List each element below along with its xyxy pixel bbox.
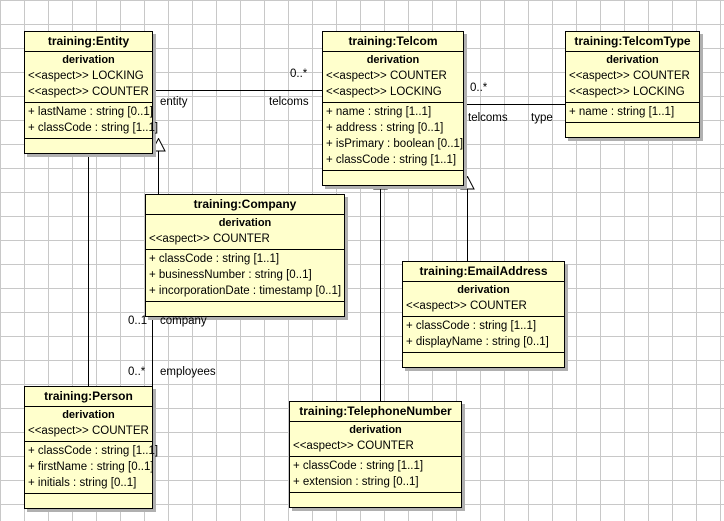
class-box-training-person[interactable]: training:Person derivation <<aspect>> CO… — [24, 386, 159, 509]
label-company-multiplicity: 0..1 — [128, 315, 148, 327]
class-stereotype-section-training-entity: derivation <<aspect>> LOCKING <<aspect>>… — [25, 52, 152, 103]
class-stereotype-training-telcom-1: <<aspect>> LOCKING — [326, 86, 442, 98]
class-operation-section-training-entity — [25, 139, 152, 153]
class-stereotype-training-telcomtype-0: <<aspect>> COUNTER — [569, 70, 690, 82]
class-attribute-training-person-1: + firstName : string [0..1] — [28, 461, 154, 473]
class-box-training-company[interactable]: training:Company derivation <<aspect>> C… — [145, 194, 345, 317]
class-stereotype-training-company-0: <<aspect>> COUNTER — [149, 233, 270, 245]
class-name-training-emailaddress: training:EmailAddress — [403, 262, 564, 282]
class-box-training-emailaddress[interactable]: training:EmailAddress derivation <<aspec… — [402, 261, 565, 368]
class-stereotype-training-telcom-0: <<aspect>> COUNTER — [326, 70, 447, 82]
label-entity-role: entity — [160, 96, 188, 108]
class-name-training-entity: training:Entity — [25, 32, 152, 52]
class-name-training-telcom: training:Telcom — [323, 32, 463, 52]
association-line-company-person[interactable] — [152, 308, 153, 388]
class-attribute-training-telcomtype-0: + name : string [1..1] — [569, 106, 675, 118]
class-attribute-training-emailaddress-1: + displayName : string [0..1] — [406, 336, 549, 348]
generalization-line-emailaddress-telcom[interactable] — [467, 188, 468, 261]
class-box-training-telcomtype[interactable]: training:TelcomType derivation <<aspect>… — [565, 31, 700, 138]
label-employees-role: employees — [160, 366, 216, 378]
class-attribute-section-training-telcomtype: + name : string [1..1] — [566, 103, 699, 123]
class-stereotype-section-training-telcom: derivation <<aspect>> COUNTER <<aspect>>… — [323, 52, 463, 103]
label-type-role: type — [531, 112, 553, 124]
class-attribute-section-training-person: + classCode : string [1..1] + firstName … — [25, 442, 159, 494]
class-attribute-training-entity-0: + lastName : string [0..1] — [28, 106, 153, 118]
class-stereotype-section-training-emailaddress: derivation <<aspect>> COUNTER — [403, 282, 564, 317]
label-telcoms-role-left: telcoms — [269, 96, 309, 108]
association-line-entity-telcom[interactable] — [153, 90, 323, 91]
class-derivation-label-training-company: derivation — [218, 217, 272, 229]
class-box-training-telcom[interactable]: training:Telcom derivation <<aspect>> CO… — [322, 31, 464, 186]
class-attribute-training-company-2: + incorporationDate : timestamp [0..1] — [149, 285, 342, 297]
class-stereotype-training-emailaddress-0: <<aspect>> COUNTER — [406, 300, 527, 312]
label-telcoms-multiplicity-right: 0..* — [470, 82, 488, 94]
class-attribute-training-telcom-3: + classCode : string [1..1] — [326, 154, 457, 166]
class-attribute-section-training-emailaddress: + classCode : string [1..1] + displayNam… — [403, 317, 564, 353]
label-telcoms-multiplicity-left: 0..* — [290, 68, 308, 80]
class-operation-section-training-person — [25, 494, 152, 508]
class-attribute-training-emailaddress-0: + classCode : string [1..1] — [406, 320, 537, 332]
generalization-line-company-entity[interactable] — [158, 150, 159, 195]
class-operation-section-training-telcomtype — [566, 123, 699, 137]
label-employees-multiplicity: 0..* — [128, 366, 146, 378]
class-attribute-training-telephonenumber-0: + classCode : string [1..1] — [293, 460, 424, 472]
class-stereotype-training-telcomtype-1: <<aspect>> LOCKING — [569, 86, 685, 98]
class-attribute-training-telcom-0: + name : string [1..1] — [326, 106, 432, 118]
class-box-training-entity[interactable]: training:Entity derivation <<aspect>> LO… — [24, 31, 159, 154]
class-attribute-section-training-company: + classCode : string [1..1] + businessNu… — [146, 250, 344, 302]
class-attribute-training-telephonenumber-1: + extension : string [0..1] — [293, 476, 419, 488]
class-operation-section-training-company — [146, 302, 344, 316]
class-attribute-training-person-0: + classCode : string [1..1] — [28, 445, 159, 457]
class-stereotype-section-training-telephonenumber: derivation <<aspect>> COUNTER — [290, 422, 461, 457]
class-stereotype-section-training-person: derivation <<aspect>> COUNTER — [25, 407, 152, 442]
generalization-arrow-emailaddress-telcom — [460, 176, 475, 190]
class-box-training-telephonenumber[interactable]: training:TelephoneNumber derivation <<as… — [289, 401, 462, 508]
association-line-telcom-telcomtype[interactable] — [464, 104, 566, 105]
class-operation-section-training-telephonenumber — [290, 493, 461, 507]
label-company-role: company — [160, 315, 207, 327]
class-attribute-training-company-0: + classCode : string [1..1] — [149, 253, 280, 265]
class-name-training-company: training:Company — [146, 195, 344, 215]
class-name-training-telcomtype: training:TelcomType — [566, 32, 699, 52]
class-stereotype-section-training-telcomtype: derivation <<aspect>> COUNTER <<aspect>>… — [566, 52, 699, 103]
class-derivation-label-training-entity: derivation — [62, 54, 115, 66]
class-derivation-label-training-person: derivation — [62, 409, 115, 421]
class-derivation-label-training-telephonenumber: derivation — [349, 424, 402, 436]
class-stereotype-training-entity-1: <<aspect>> COUNTER — [28, 86, 149, 98]
class-attribute-section-training-telcom: + name : string [1..1] + address : strin… — [323, 103, 463, 171]
class-attribute-training-telcom-2: + isPrimary : boolean [0..1] — [326, 138, 464, 150]
generalization-arrow-company-entity — [151, 138, 166, 152]
class-operation-section-training-telcom — [323, 171, 463, 185]
class-stereotype-training-entity-0: <<aspect>> LOCKING — [28, 70, 144, 82]
class-derivation-label-training-telcomtype: derivation — [606, 54, 659, 66]
class-stereotype-section-training-company: derivation <<aspect>> COUNTER — [146, 215, 344, 250]
class-name-training-person: training:Person — [25, 387, 152, 407]
generalization-line-telephonenumber-telcom[interactable] — [380, 188, 381, 401]
class-derivation-label-training-emailaddress: derivation — [457, 284, 510, 296]
class-attribute-training-telcom-1: + address : string [0..1] — [326, 122, 444, 134]
generalization-line-person-entity[interactable] — [88, 150, 89, 386]
class-attribute-section-training-entity: + lastName : string [0..1] + classCode :… — [25, 103, 159, 139]
class-derivation-label-training-telcom: derivation — [366, 54, 420, 66]
class-attribute-section-training-telephonenumber: + classCode : string [1..1] + extension … — [290, 457, 461, 493]
class-operation-section-training-emailaddress — [403, 353, 564, 367]
class-name-training-telephonenumber: training:TelephoneNumber — [290, 402, 461, 422]
class-stereotype-training-person-0: <<aspect>> COUNTER — [28, 425, 149, 437]
label-telcoms-role-right: telcoms — [468, 112, 508, 124]
class-attribute-training-person-2: + initials : string [0..1] — [28, 477, 137, 489]
class-stereotype-training-telephonenumber-0: <<aspect>> COUNTER — [293, 440, 414, 452]
class-attribute-training-company-1: + businessNumber : string [0..1] — [149, 269, 312, 281]
class-attribute-training-entity-1: + classCode : string [1..1] — [28, 122, 159, 134]
